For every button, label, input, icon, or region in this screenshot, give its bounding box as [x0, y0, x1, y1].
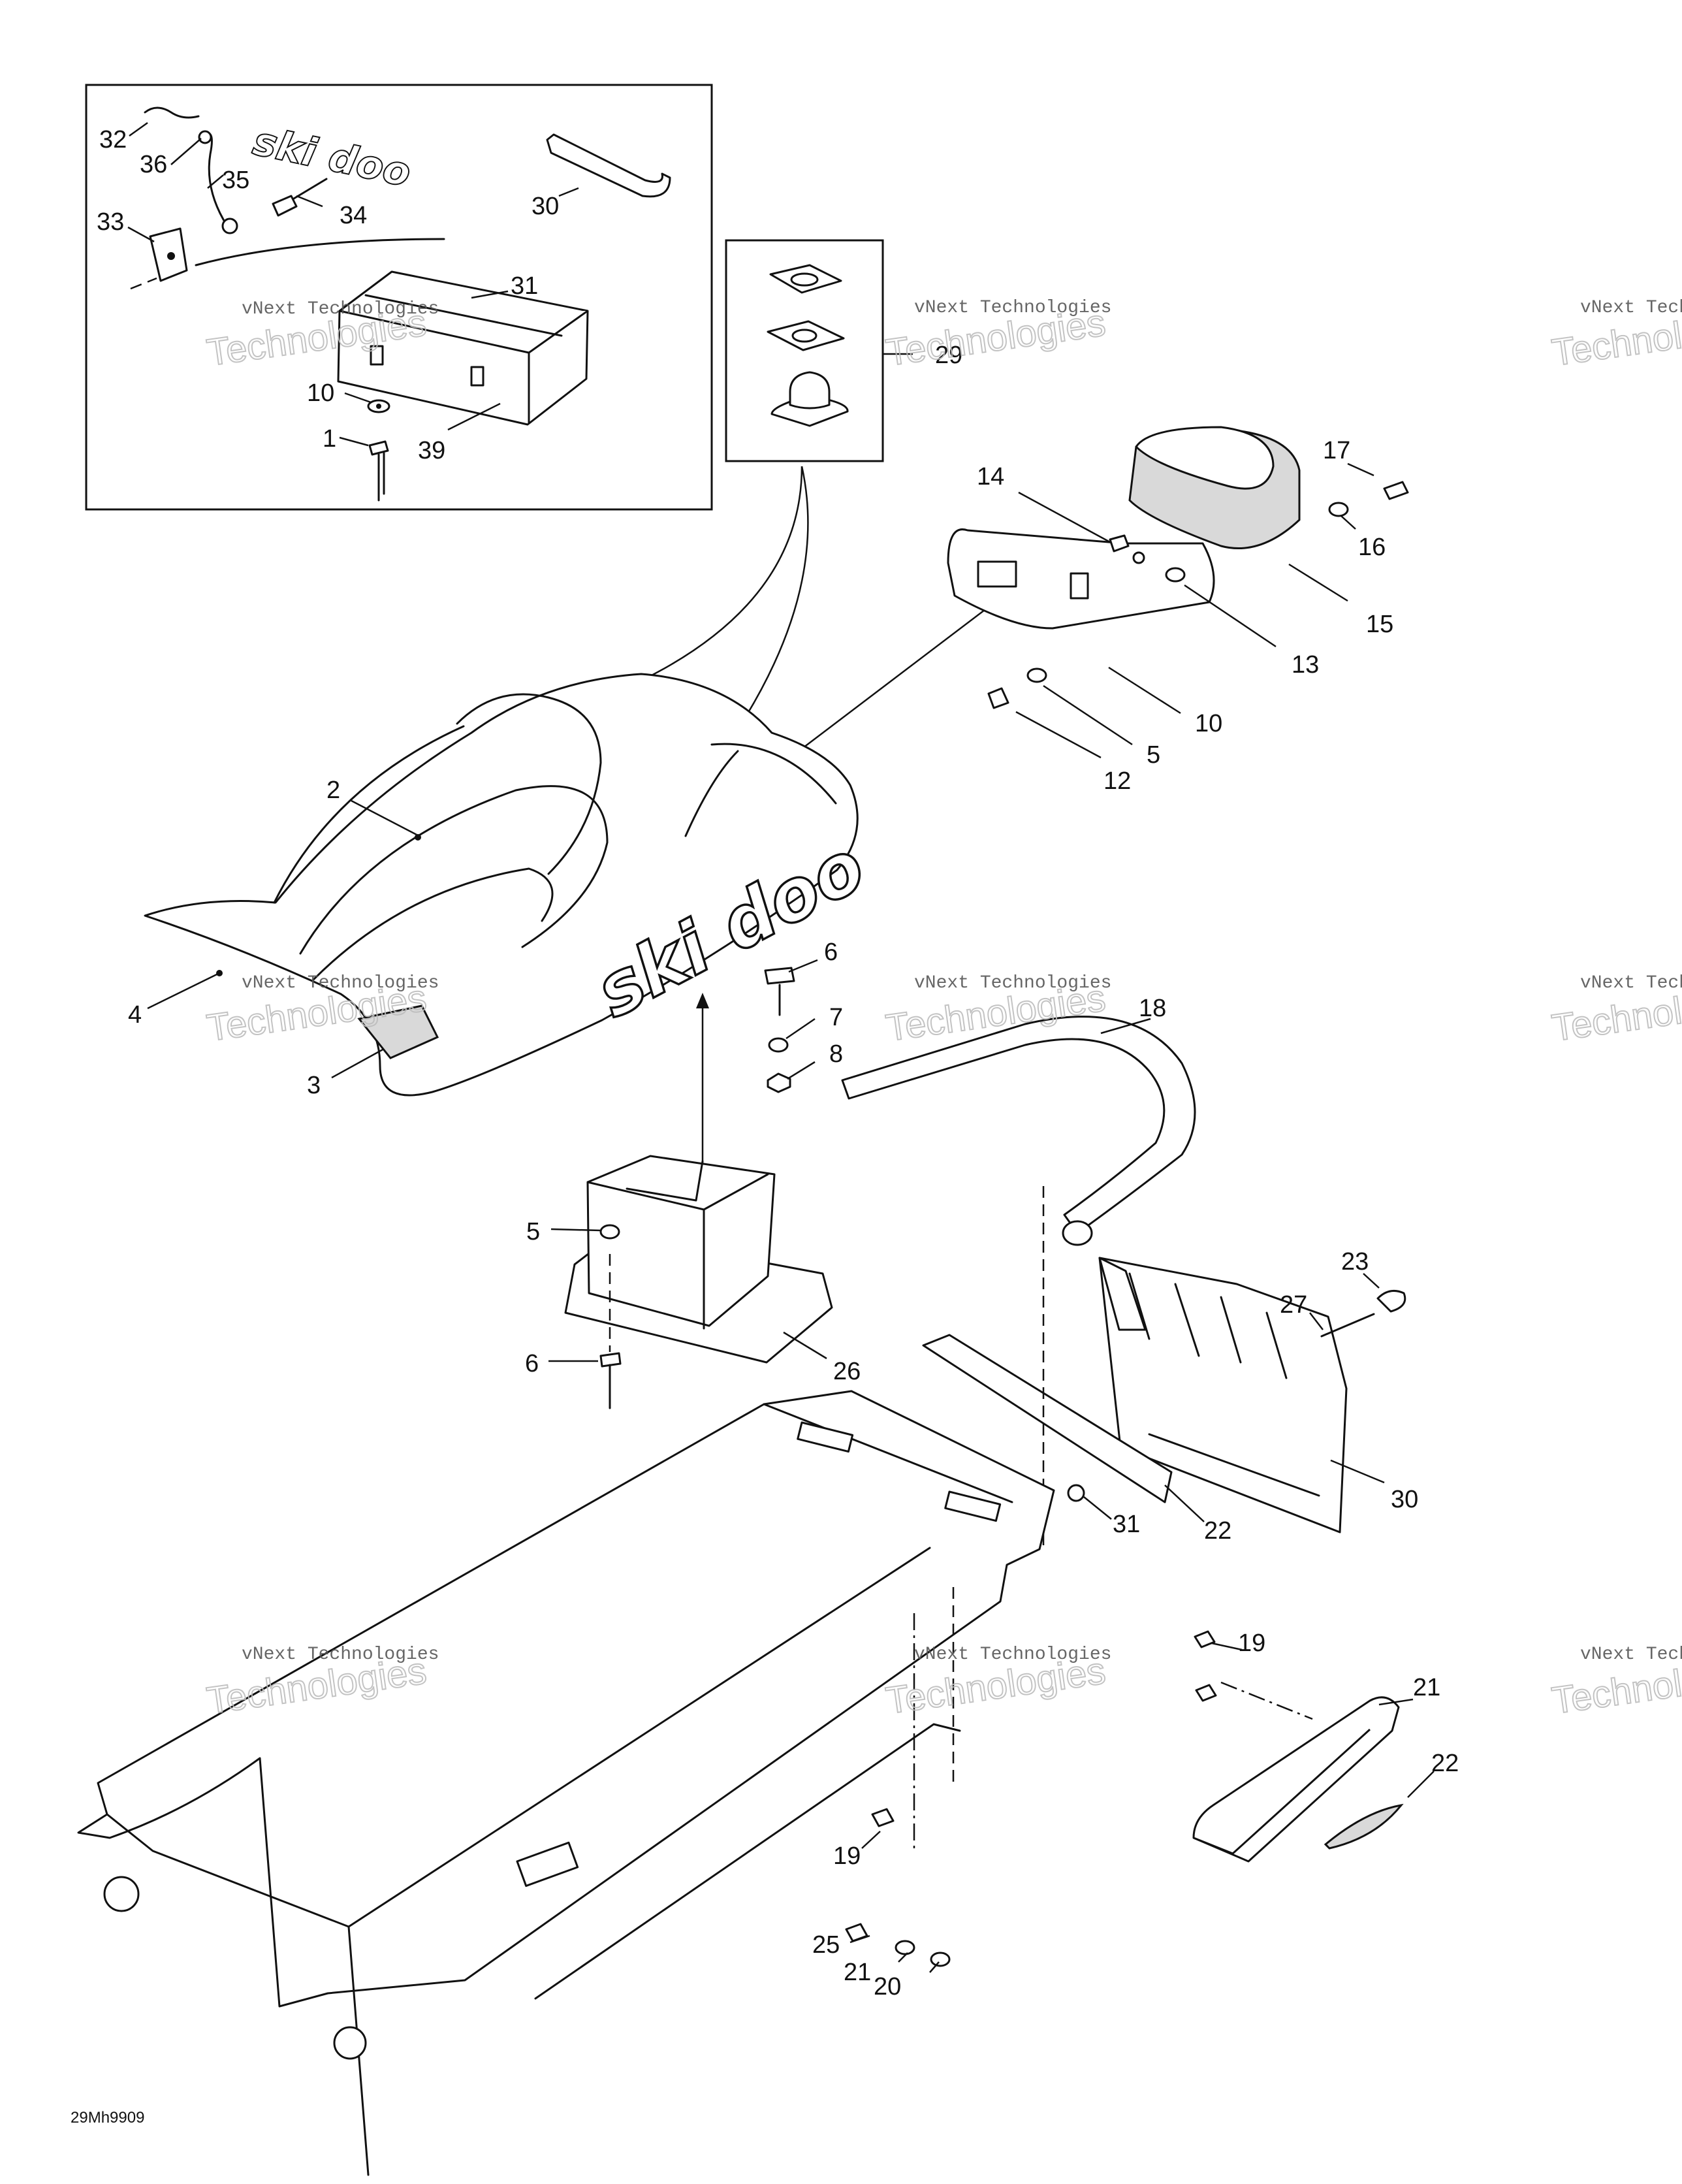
- svg-text:vNext Technologies: vNext Technologies: [1580, 298, 1682, 318]
- part-rivet-1: [368, 440, 389, 456]
- callout-39: 39: [418, 437, 445, 464]
- part-rivet: [272, 195, 298, 217]
- callout-19-lower: 19: [833, 1842, 861, 1870]
- callout-2: 2: [326, 777, 340, 804]
- callout-30: 30: [1391, 1486, 1418, 1513]
- callout-26: 25: [812, 1931, 840, 1959]
- svg-text:vNext Technologies: vNext Technologies: [242, 299, 439, 319]
- callout-19-right: 19: [1238, 1630, 1265, 1657]
- callout-5-top: 5: [1147, 741, 1160, 769]
- svg-text:vNext Technologies: vNext Technologies: [914, 973, 1111, 993]
- callout-13: 13: [1292, 651, 1319, 679]
- callout-38: 36: [140, 151, 167, 178]
- callout-15: 15: [1366, 611, 1393, 638]
- callout-7: 6: [824, 939, 838, 966]
- callout-14: 14: [977, 463, 1004, 490]
- callout-18: 18: [1139, 995, 1166, 1022]
- callout-6: 6: [525, 1350, 539, 1377]
- part-tail-light: [947, 426, 1409, 709]
- assembly-arrows: [651, 466, 1018, 1178]
- svg-text:vNext Technologies: vNext Technologies: [242, 1645, 439, 1665]
- svg-text:vNext Technologies: vNext Technologies: [242, 973, 439, 993]
- callout-37: 35: [222, 167, 249, 194]
- callout-5-mid: 5: [526, 1218, 540, 1245]
- callout-35: 33: [97, 208, 124, 236]
- callout-31: 31: [1113, 1511, 1140, 1538]
- callout-16: 16: [1358, 534, 1386, 561]
- leader-lines: [127, 121, 1435, 1973]
- callout-34: 32: [99, 126, 127, 153]
- part-flap-bracket: [922, 1186, 1406, 1552]
- part-tunnel: [77, 1390, 1055, 2176]
- part-pin: [144, 106, 200, 119]
- svg-text:vNext Technologies: vNext Technologies: [1580, 973, 1682, 993]
- callout-32: 30: [532, 193, 559, 220]
- toolbox-logo: ski doo: [249, 118, 415, 196]
- callout-12: 12: [1103, 767, 1131, 795]
- drawing-id: 29Mh9909: [71, 2109, 144, 2127]
- callout-27: 26: [833, 1358, 861, 1385]
- svg-text:vNext Technologies: vNext Technologies: [914, 1645, 1111, 1665]
- callout-9: 8: [829, 1040, 843, 1068]
- inset-pad-kit: [725, 239, 913, 462]
- callout-1: 1: [323, 425, 336, 453]
- callout-33: 31: [511, 272, 538, 300]
- callout-36: 34: [340, 202, 367, 229]
- callout-4: 4: [128, 1001, 142, 1029]
- part-toolbox: ski doo: [248, 118, 589, 426]
- callout-21: 21: [844, 1959, 871, 1986]
- callout-17: 17: [1323, 437, 1350, 464]
- callout-29: 29: [935, 342, 962, 369]
- callout-28: 27: [1280, 1291, 1307, 1319]
- callout-10: 10: [1195, 710, 1222, 737]
- callout-20: 20: [874, 1973, 901, 2000]
- inset-tool-kit: ski doo: [85, 84, 713, 511]
- part-storage-box: [564, 1155, 833, 1409]
- callout-23: 22: [1431, 1750, 1459, 1777]
- svg-text:vNext Technologies: vNext Technologies: [914, 298, 1111, 318]
- callout-numbers: 32 36 35 33 34 30 31 10 1 39 29 14 17 16…: [97, 126, 1459, 2000]
- callout-3: 3: [307, 1072, 321, 1099]
- callout-25: 23: [1341, 1248, 1369, 1276]
- part-grab-handle: [764, 967, 1196, 1246]
- callout-8: 7: [829, 1004, 843, 1031]
- svg-text:vNext Technologies: vNext Technologies: [1580, 1645, 1682, 1665]
- part-footrest: [845, 1630, 1404, 1967]
- callout-22: 21: [1413, 1674, 1440, 1701]
- callout-11: 10: [307, 379, 334, 407]
- part-wrench: [546, 133, 671, 198]
- callout-24: 22: [1204, 1517, 1231, 1545]
